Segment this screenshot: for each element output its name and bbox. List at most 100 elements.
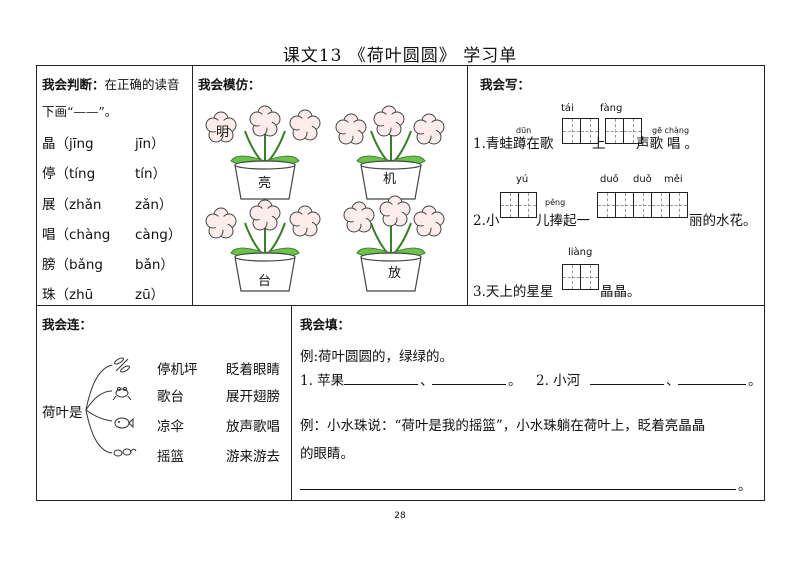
fill-q1-blank-1[interactable] — [344, 384, 418, 385]
connect-item-left[interactable]: 凉伞 — [157, 419, 184, 435]
fill-q2-blank-2[interactable] — [678, 384, 746, 385]
judge-char: 晶 — [42, 136, 56, 152]
pinyin-fang: fàng — [600, 103, 623, 114]
s2-t3: 丽的水花。 — [689, 213, 757, 229]
imitate-char-liang: 亮 — [258, 176, 272, 191]
fill-sentence-blank[interactable] — [300, 489, 736, 490]
judge-instruction: 我会判断：在正确的读音 — [42, 74, 180, 93]
pinyin-option-b[interactable]: zū — [135, 287, 151, 303]
writing-box[interactable] — [597, 192, 616, 218]
writing-box[interactable] — [580, 264, 599, 290]
writing-box[interactable] — [605, 118, 624, 144]
pinyin-option-b[interactable]: jīn — [135, 136, 152, 152]
fill-example-2-line-1: 例：小水珠说：“荷叶是我的摇篮”，小水珠躺在荷叶上，眨着亮晶晶 — [300, 418, 706, 434]
writing-box[interactable] — [518, 192, 537, 218]
writing-box[interactable] — [562, 118, 581, 144]
pinyin-liang: liàng — [568, 247, 593, 258]
pinyin-duo-2: duǒ — [633, 174, 652, 185]
pinyin-option-a[interactable]: tíng — [69, 166, 96, 182]
pinyin-peng: pěng — [545, 198, 566, 207]
pinyin-option-b[interactable]: zǎn — [135, 197, 159, 213]
pinyin-option-b[interactable]: tín — [135, 166, 153, 182]
write-heading: 我会写： — [480, 77, 531, 92]
writing-box[interactable] — [580, 118, 599, 144]
fill-q1-end: 。 — [508, 373, 522, 389]
writing-box[interactable] — [562, 264, 581, 290]
fill-sentence-end: 。 — [738, 478, 752, 494]
fill-heading: 我会填： — [300, 317, 351, 332]
pinyin-gechang: gē chàng — [652, 126, 690, 135]
paren-close: ） — [151, 136, 165, 152]
connect-item-left[interactable]: 停机坪 — [157, 362, 198, 378]
paren-open: （ — [55, 257, 70, 273]
writing-box[interactable] — [669, 192, 688, 218]
worksheet-table — [36, 65, 765, 501]
writing-box[interactable] — [500, 192, 519, 218]
fill-q2-label: 2. 小河 — [536, 373, 581, 389]
connect-heading: 我会连： — [42, 317, 93, 332]
judge-row: 膀（bǎng bǎn） — [42, 253, 174, 273]
page-number: 28 — [394, 511, 406, 521]
connect-item-left[interactable]: 歌台 — [157, 389, 184, 405]
s1-t1: 青蛙蹲在歌 — [485, 136, 554, 152]
pinyin-option-a[interactable]: zhǎn — [69, 197, 102, 213]
fill-q1-blank-2[interactable] — [432, 384, 506, 385]
connect-item-right[interactable]: 眨着眼睛 — [226, 362, 280, 378]
writing-box[interactable] — [633, 192, 652, 218]
pinyin-option-b[interactable]: càng — [135, 227, 168, 243]
paren-open: （ — [55, 287, 70, 303]
pinyin-option-a[interactable]: bǎng — [69, 257, 103, 273]
s3-t1: 天上的星星 — [485, 284, 554, 300]
fish-icon — [114, 417, 134, 429]
s1-t5: 。 — [684, 136, 699, 152]
judge-char: 珠 — [42, 287, 56, 303]
paren-open: （ — [55, 227, 70, 243]
writing-box[interactable] — [651, 192, 670, 218]
judge-heading: 我会判断： — [42, 77, 105, 92]
write-s1-part3: 声歌唱。 — [636, 132, 698, 152]
fill-q2-blank-1[interactable] — [590, 384, 664, 385]
judge-char: 膀 — [42, 257, 56, 273]
paren-close: ） — [160, 257, 174, 273]
judge-instruction-2: 下画“——”。 — [42, 104, 118, 119]
connect-item-right[interactable]: 放声歌唱 — [226, 419, 280, 435]
fill-q2-end: 。 — [748, 373, 762, 389]
s2-t2: 儿捧起一 — [536, 213, 590, 229]
pinyin-option-a[interactable]: chàng — [69, 227, 111, 243]
pinyin-tai: tái — [561, 103, 574, 114]
flower-pots-illustration — [205, 105, 445, 292]
fill-example-2-line-2: 的眼睛。 — [300, 446, 354, 462]
connect-branch-lines — [85, 357, 137, 457]
divider — [36, 305, 765, 307]
connect-item-left[interactable]: 摇篮 — [157, 449, 184, 465]
divider — [291, 305, 293, 501]
paren-close: ） — [167, 227, 182, 243]
s3-t2: 晶晶。 — [600, 284, 641, 300]
write-s1-part1: 1.青蛙蹲在歌 — [473, 132, 553, 152]
pinyin-option-a[interactable]: jīng — [69, 136, 94, 152]
fill-q2-sep: 、 — [666, 373, 680, 389]
pinyin-dun: dūn — [516, 126, 532, 135]
pinyin-option-b[interactable]: bǎn — [135, 257, 161, 273]
s1-num: 1. — [473, 136, 486, 152]
fill-q1-sep: 、 — [420, 373, 434, 389]
s1-t2: 上 — [592, 136, 606, 152]
judge-char: 唱 — [42, 227, 56, 243]
pinyin-option-a[interactable]: zhū — [69, 287, 94, 303]
writing-box[interactable] — [615, 192, 634, 218]
paren-open: （ — [55, 197, 70, 213]
write-s3-part1: 3.天上的星星 — [473, 280, 553, 300]
connect-item-right[interactable]: 展开翅膀 — [226, 389, 280, 405]
connect-item-right[interactable]: 游来游去 — [226, 449, 280, 465]
imitate-char-ji: 机 — [383, 172, 397, 187]
s2-t1: 小 — [485, 213, 500, 229]
judge-char: 停 — [42, 166, 56, 182]
writing-box[interactable] — [623, 118, 642, 144]
s1-t3: 声歌 — [636, 136, 663, 152]
pinyin-duo-1: duǒ — [600, 174, 619, 185]
imitate-char-fang: 放 — [388, 266, 402, 281]
judge-char: 展 — [42, 197, 56, 213]
